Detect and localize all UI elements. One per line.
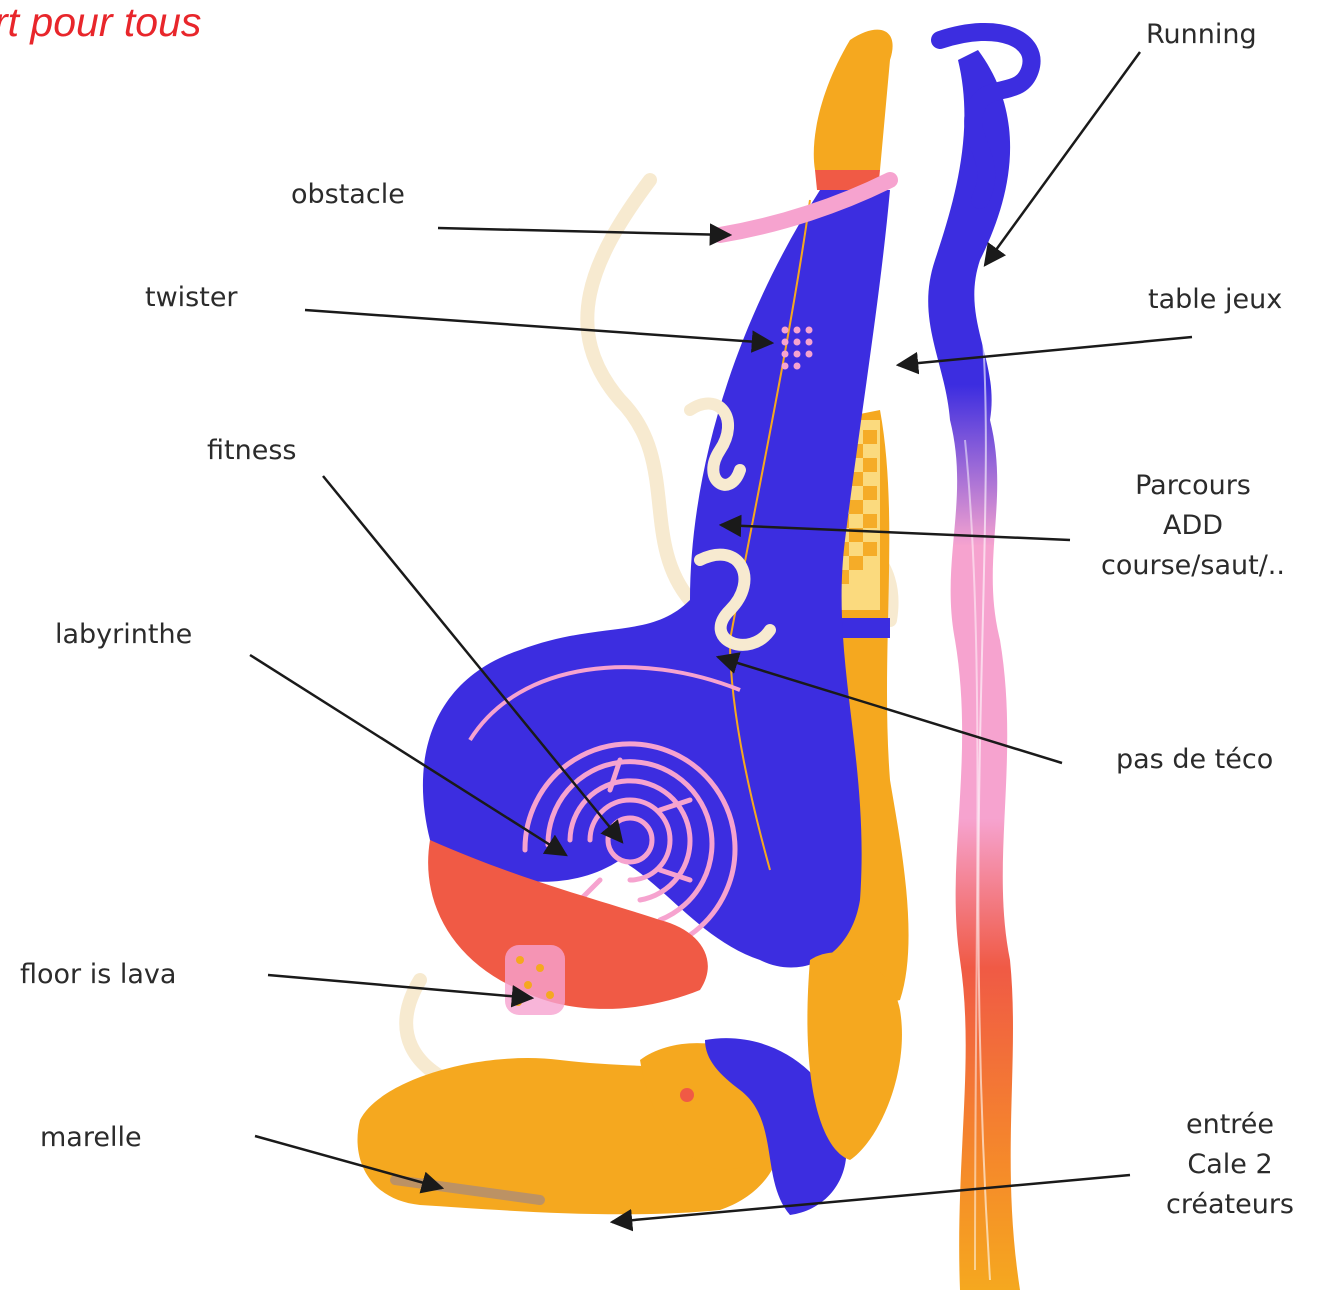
label-table-jeux: table jeux [1148,280,1282,320]
body-blue [423,190,890,968]
lava-pattern [505,945,565,1015]
figure-illustration [358,30,1032,1290]
label-parcours-line-2: ADD [1073,506,1313,546]
arrow-obstacle [438,228,730,235]
label-entree-line-1: entrée [1135,1105,1324,1145]
label-running: Running [1146,15,1257,55]
label-twister: twister [145,278,238,318]
label-obstacle: obstacle [291,175,405,215]
label-parcours-line-3: course/saut/.. [1073,546,1313,586]
arrow-floor-is-lava [268,975,532,998]
label-entree: entrée Cale 2 créateurs [1135,1105,1324,1225]
label-labyrinthe: labyrinthe [55,615,192,655]
arrow-twister [305,310,772,343]
label-parcours: Parcours ADD course/saut/.. [1073,466,1313,586]
label-entree-line-3: créateurs [1135,1185,1324,1225]
label-entree-line-2: Cale 2 [1135,1145,1324,1185]
label-marelle: marelle [40,1118,142,1158]
label-parcours-line-1: Parcours [1073,466,1313,506]
label-pas-de-teco: pas de téco [1116,740,1273,780]
label-floor-is-lava: floor is lava [20,955,176,995]
foot-top [814,30,893,185]
label-fitness: fitness [207,431,296,471]
